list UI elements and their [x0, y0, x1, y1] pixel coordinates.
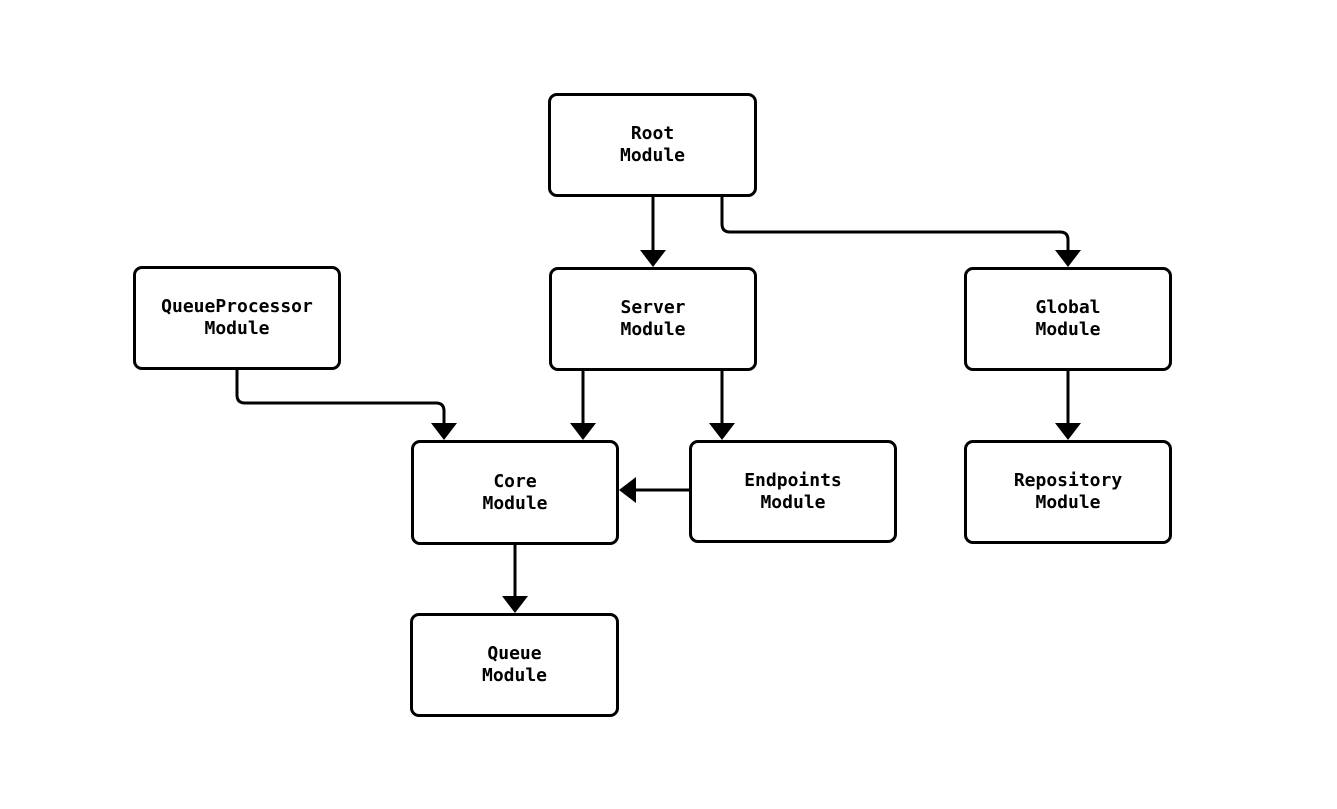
node-queueprocessor-module-label: QueueProcessor Module [161, 296, 313, 339]
node-root-module-label: Root Module [619, 123, 686, 166]
node-global-module: Global Module [964, 267, 1172, 371]
node-core-module: Core Module [411, 440, 619, 545]
node-core-module-label: Core Module [482, 470, 548, 514]
node-root-module: Root Module [548, 93, 757, 197]
node-endpoints-module: Endpoints Module [689, 440, 897, 543]
edge-root-to-global [720, 197, 1081, 267]
node-repository-module-label: Repository Module [1013, 470, 1123, 513]
edge-queueprocessor-to-core [235, 370, 457, 440]
node-queue-module-label: Queue Module [481, 643, 548, 686]
node-server-module: Server Module [549, 267, 757, 371]
node-global-module-label: Global Module [1035, 297, 1101, 340]
node-queueprocessor-module: QueueProcessor Module [133, 266, 341, 370]
node-server-module-label: Server Module [620, 297, 686, 340]
node-endpoints-module-label: Endpoints Module [744, 469, 842, 513]
node-queue-module: Queue Module [410, 613, 619, 717]
node-repository-module: Repository Module [964, 440, 1172, 544]
